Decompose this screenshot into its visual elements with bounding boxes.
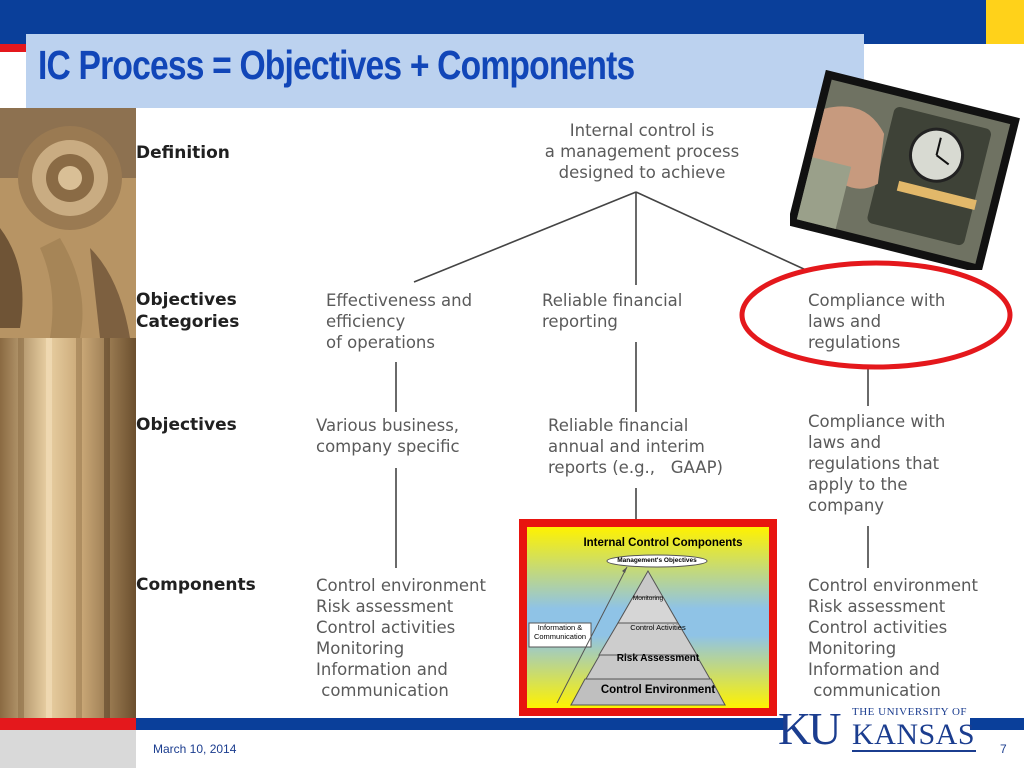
ku-logo-university-line: THE UNIVERSITY OF [852, 706, 968, 718]
components-left-list: Control environment Risk assessment Cont… [316, 576, 486, 700]
category-operations: Effectiveness and efficiency of operatio… [326, 291, 473, 352]
objectives-categories-label: Objectives Categories [136, 290, 240, 332]
ic-level-control-environment: Control Environment [600, 684, 716, 696]
ic-management-objectives: Management's Objectives [617, 557, 697, 564]
title-background [26, 34, 864, 108]
yellow-accent-block [986, 0, 1024, 44]
objective-business: Various business, company specific [316, 416, 460, 456]
footer-date: March 10, 2014 [153, 742, 237, 756]
components-right-list: Control environment Risk assessment Cont… [808, 576, 978, 700]
ic-components-pyramid [527, 527, 769, 708]
ku-logo-kansas: KANSAS [852, 718, 976, 751]
bottom-blue-bar [136, 718, 786, 730]
ku-logo-underline [852, 750, 976, 752]
ionic-column-image [0, 108, 136, 720]
compliance-highlight-ellipse [739, 260, 1013, 370]
objective-compliance: Compliance with laws and regulations tha… [808, 412, 946, 515]
definition-label: Definition [136, 143, 230, 163]
ic-information-communication: Information & Communication [533, 623, 587, 641]
objective-financial: Reliable financial annual and interim re… [548, 416, 723, 477]
ic-level-control-activities: Control Activities [630, 623, 686, 632]
ku-logo: THE UNIVERSITY OF KU KANSAS [778, 703, 978, 762]
bottom-blue-bar-right [970, 718, 1024, 730]
red-accent-strip [0, 44, 28, 52]
bottom-red-bar [0, 718, 136, 730]
ic-level-risk-assessment: Risk Assessment [616, 653, 700, 664]
slide-number: 7 [1000, 742, 1007, 756]
components-label: Components [136, 575, 256, 595]
category-compliance: Compliance with laws and regulations [808, 291, 946, 352]
ku-logo-monogram: KU [778, 703, 841, 754]
slide-title: IC Process = Objectives + Components [38, 42, 635, 88]
ic-graphic-title: Internal Control Components [583, 537, 743, 549]
definition-text: Internal control is a management process… [544, 121, 740, 182]
category-financial-reporting: Reliable financial reporting [542, 291, 683, 331]
time-clock-photo [790, 70, 1020, 270]
ic-level-monitoring: Monitoring [632, 595, 664, 602]
objectives-label: Objectives [136, 415, 237, 435]
